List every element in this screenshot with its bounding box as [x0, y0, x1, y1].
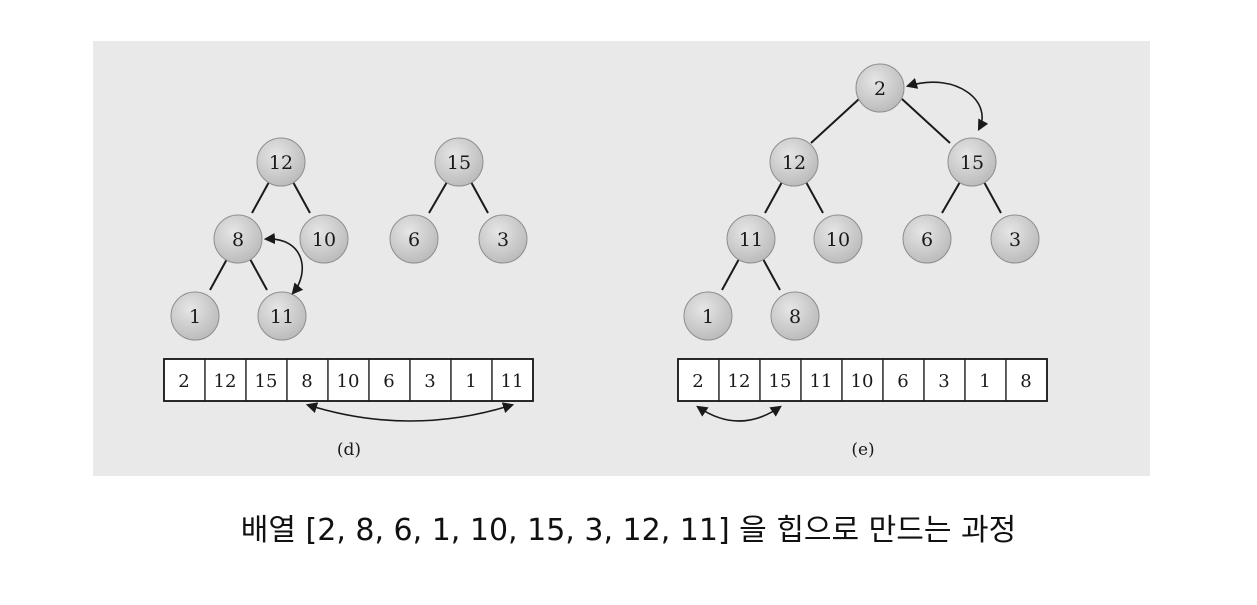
tree-node: 10 — [813, 214, 863, 264]
node-label: 12 — [269, 152, 293, 174]
edge — [762, 258, 781, 291]
node-label: 8 — [789, 306, 801, 328]
tree-node: 11 — [726, 214, 776, 264]
tree-node: 11 — [257, 291, 307, 341]
array-value: 2 — [692, 371, 703, 392]
node-label: 10 — [826, 229, 850, 251]
edge — [251, 181, 270, 214]
heap-figure: 12 8 10 1 11 15 6 3 — [93, 41, 1150, 476]
edge — [941, 181, 961, 214]
array-cell — [491, 358, 534, 402]
array-cell — [718, 358, 761, 402]
tree-node: 3 — [478, 214, 528, 264]
array-cell — [759, 358, 802, 402]
node-label: 8 — [232, 229, 244, 251]
array-value: 12 — [728, 371, 751, 392]
swap-arrow — [905, 78, 989, 131]
array-swap-arrow — [305, 402, 515, 422]
tree-node: 1 — [170, 291, 220, 341]
tree-node: 8 — [213, 214, 263, 264]
array-value: 12 — [214, 371, 237, 392]
tree-node: 6 — [902, 214, 952, 264]
node-label: 2 — [874, 78, 886, 100]
heap-array: 2 12 15 8 10 6 3 1 11 — [163, 358, 534, 402]
tree-node: 12 — [256, 137, 306, 187]
heap-diagram: 12 8 10 1 11 15 6 3 — [163, 63, 1048, 460]
array-value: 6 — [383, 371, 394, 392]
array-value: 1 — [465, 371, 476, 392]
array-value: 15 — [255, 371, 278, 392]
edge — [764, 181, 783, 214]
edge — [901, 98, 951, 144]
node-label: 15 — [960, 152, 984, 174]
array-swap-arrow — [696, 405, 782, 422]
edge — [983, 181, 1002, 214]
array-value: 6 — [897, 371, 908, 392]
panel-e: 2 12 15 11 10 6 3 1 — [677, 63, 1048, 460]
edge — [209, 258, 228, 291]
array-value: 8 — [1020, 371, 1031, 392]
edge — [470, 181, 489, 214]
figure-caption: 배열 [2, 8, 6, 1, 10, 15, 3, 12, 11] 을 힙으로… — [240, 513, 1017, 548]
edge — [721, 258, 740, 291]
tree-node: 10 — [299, 214, 349, 264]
tree-node: 1 — [683, 291, 733, 341]
panel-label: (e) — [851, 440, 874, 460]
edge — [805, 181, 824, 214]
node-label: 6 — [921, 229, 933, 251]
array-cell — [964, 358, 1007, 402]
tree-node: 12 — [769, 137, 819, 187]
node-label: 12 — [782, 152, 806, 174]
tree-node: 8 — [770, 291, 820, 341]
array-cell — [882, 358, 925, 402]
node-label: 1 — [189, 306, 201, 328]
tree-node: 15 — [947, 137, 997, 187]
node-label: 3 — [1009, 229, 1021, 251]
array-value: 1 — [979, 371, 990, 392]
node-label: 1 — [702, 306, 714, 328]
array-value: 3 — [938, 371, 949, 392]
tree-node: 6 — [389, 214, 439, 264]
array-cell — [163, 358, 206, 402]
tree-node: 2 — [855, 63, 905, 113]
node-label: 3 — [497, 229, 509, 251]
array-value: 3 — [424, 371, 435, 392]
node-label: 10 — [312, 229, 336, 251]
array-value: 10 — [851, 371, 874, 392]
node-label: 11 — [739, 229, 763, 251]
tree-node: 15 — [434, 137, 484, 187]
array-value: 15 — [769, 371, 792, 392]
array-cell — [450, 358, 493, 402]
node-label: 6 — [408, 229, 420, 251]
array-value: 11 — [810, 371, 833, 392]
panel-label: (d) — [337, 440, 361, 460]
array-value: 10 — [337, 371, 360, 392]
array-value: 2 — [178, 371, 189, 392]
tree-node: 3 — [990, 214, 1040, 264]
node-label: 15 — [447, 152, 471, 174]
array-value: 11 — [501, 371, 524, 392]
edge — [428, 181, 448, 214]
heap-array: 2 12 15 11 10 6 3 1 8 — [677, 358, 1048, 402]
array-value: 8 — [301, 371, 312, 392]
edge — [292, 181, 311, 214]
swap-arrow — [263, 232, 304, 295]
edge — [810, 98, 860, 144]
node-label: 11 — [270, 306, 294, 328]
edge — [249, 258, 268, 291]
array-cell — [204, 358, 247, 402]
panel-d: 12 8 10 1 11 15 6 3 — [163, 137, 534, 460]
